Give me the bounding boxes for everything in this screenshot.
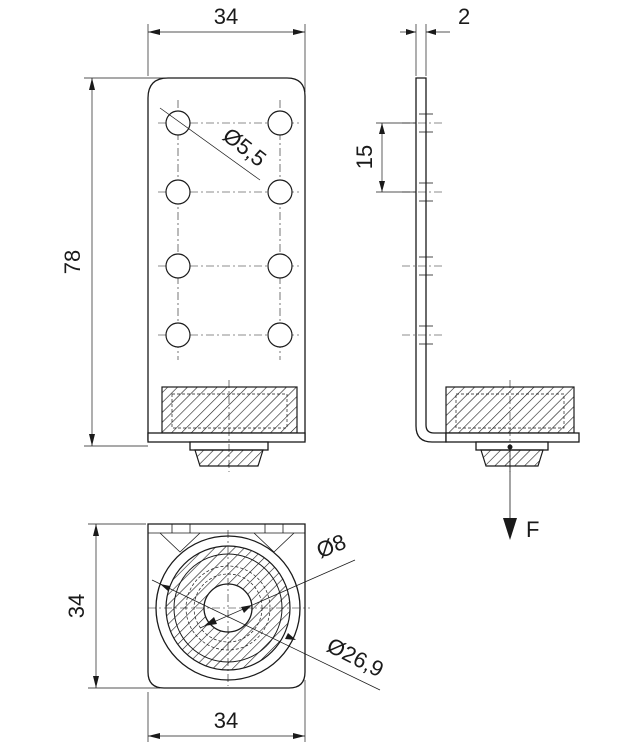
pad-outer-diameter-label: Ø26,9 <box>323 633 388 682</box>
top-height-label: 34 <box>64 594 89 618</box>
force-arrow <box>503 444 517 540</box>
hole <box>267 253 293 279</box>
thickness-label: 2 <box>458 4 470 29</box>
hole <box>267 322 293 348</box>
pitch-label: 15 <box>352 145 377 169</box>
front-thread-nut <box>194 449 264 467</box>
hole <box>267 179 293 205</box>
force-label: F <box>526 517 539 542</box>
front-width-label: 34 <box>214 4 238 29</box>
top-width-label: 34 <box>214 708 238 733</box>
hole <box>165 253 191 279</box>
side-pad-section <box>445 386 575 434</box>
hole <box>267 110 293 136</box>
pad-inner-diameter-label: Ø8 <box>313 529 350 563</box>
front-pad-section <box>161 386 298 434</box>
hole <box>165 322 191 348</box>
mounting-holes <box>165 110 293 348</box>
front-base-flange <box>147 432 306 443</box>
side-base-flange <box>445 432 580 443</box>
hole <box>165 179 191 205</box>
front-view <box>84 24 306 472</box>
top-view <box>88 523 381 742</box>
front-height-label: 78 <box>60 250 85 274</box>
side-thread-nut <box>480 449 544 467</box>
side-view <box>376 24 580 540</box>
side-bracket-profile <box>415 77 447 443</box>
